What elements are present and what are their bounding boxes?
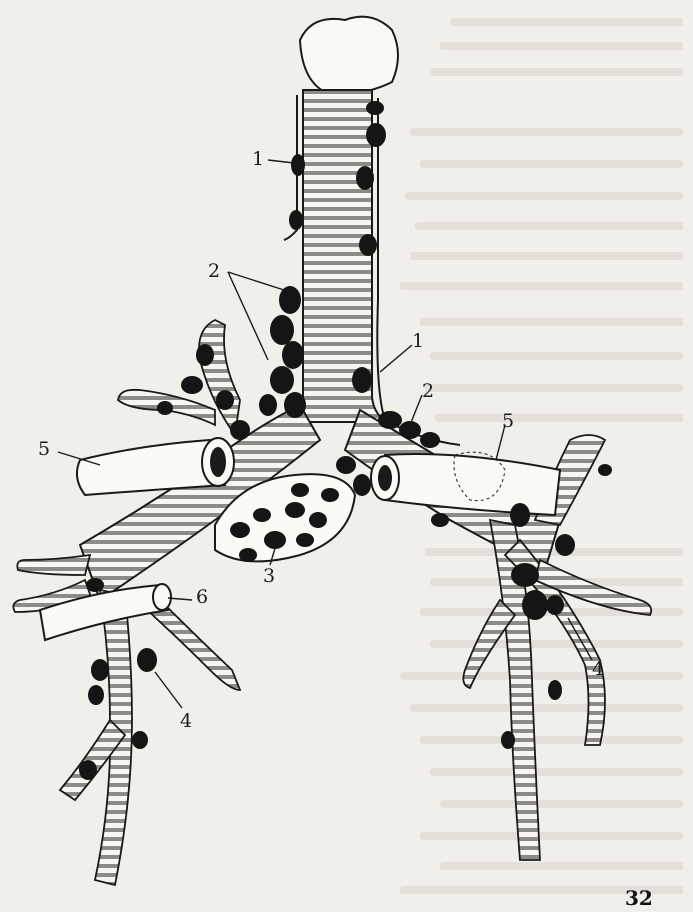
label-4-right: 4 (592, 660, 604, 679)
label-3: 3 (263, 567, 275, 586)
larynx-cartilage (300, 17, 398, 94)
nerve-right (377, 98, 460, 445)
label-2-left: 2 (208, 262, 220, 281)
right-lateral-branch (17, 555, 90, 575)
left-pulmonary-vessel (385, 454, 560, 515)
page-number: 32 (625, 886, 653, 910)
label-6: 6 (196, 588, 208, 607)
label-1-top: 1 (252, 150, 264, 169)
label-5-left: 5 (38, 440, 50, 459)
label-1-right: 1 (412, 332, 424, 351)
label-5-right: 5 (502, 412, 514, 431)
label-4-left: 4 (180, 712, 192, 731)
label-2-right: 2 (422, 382, 434, 401)
